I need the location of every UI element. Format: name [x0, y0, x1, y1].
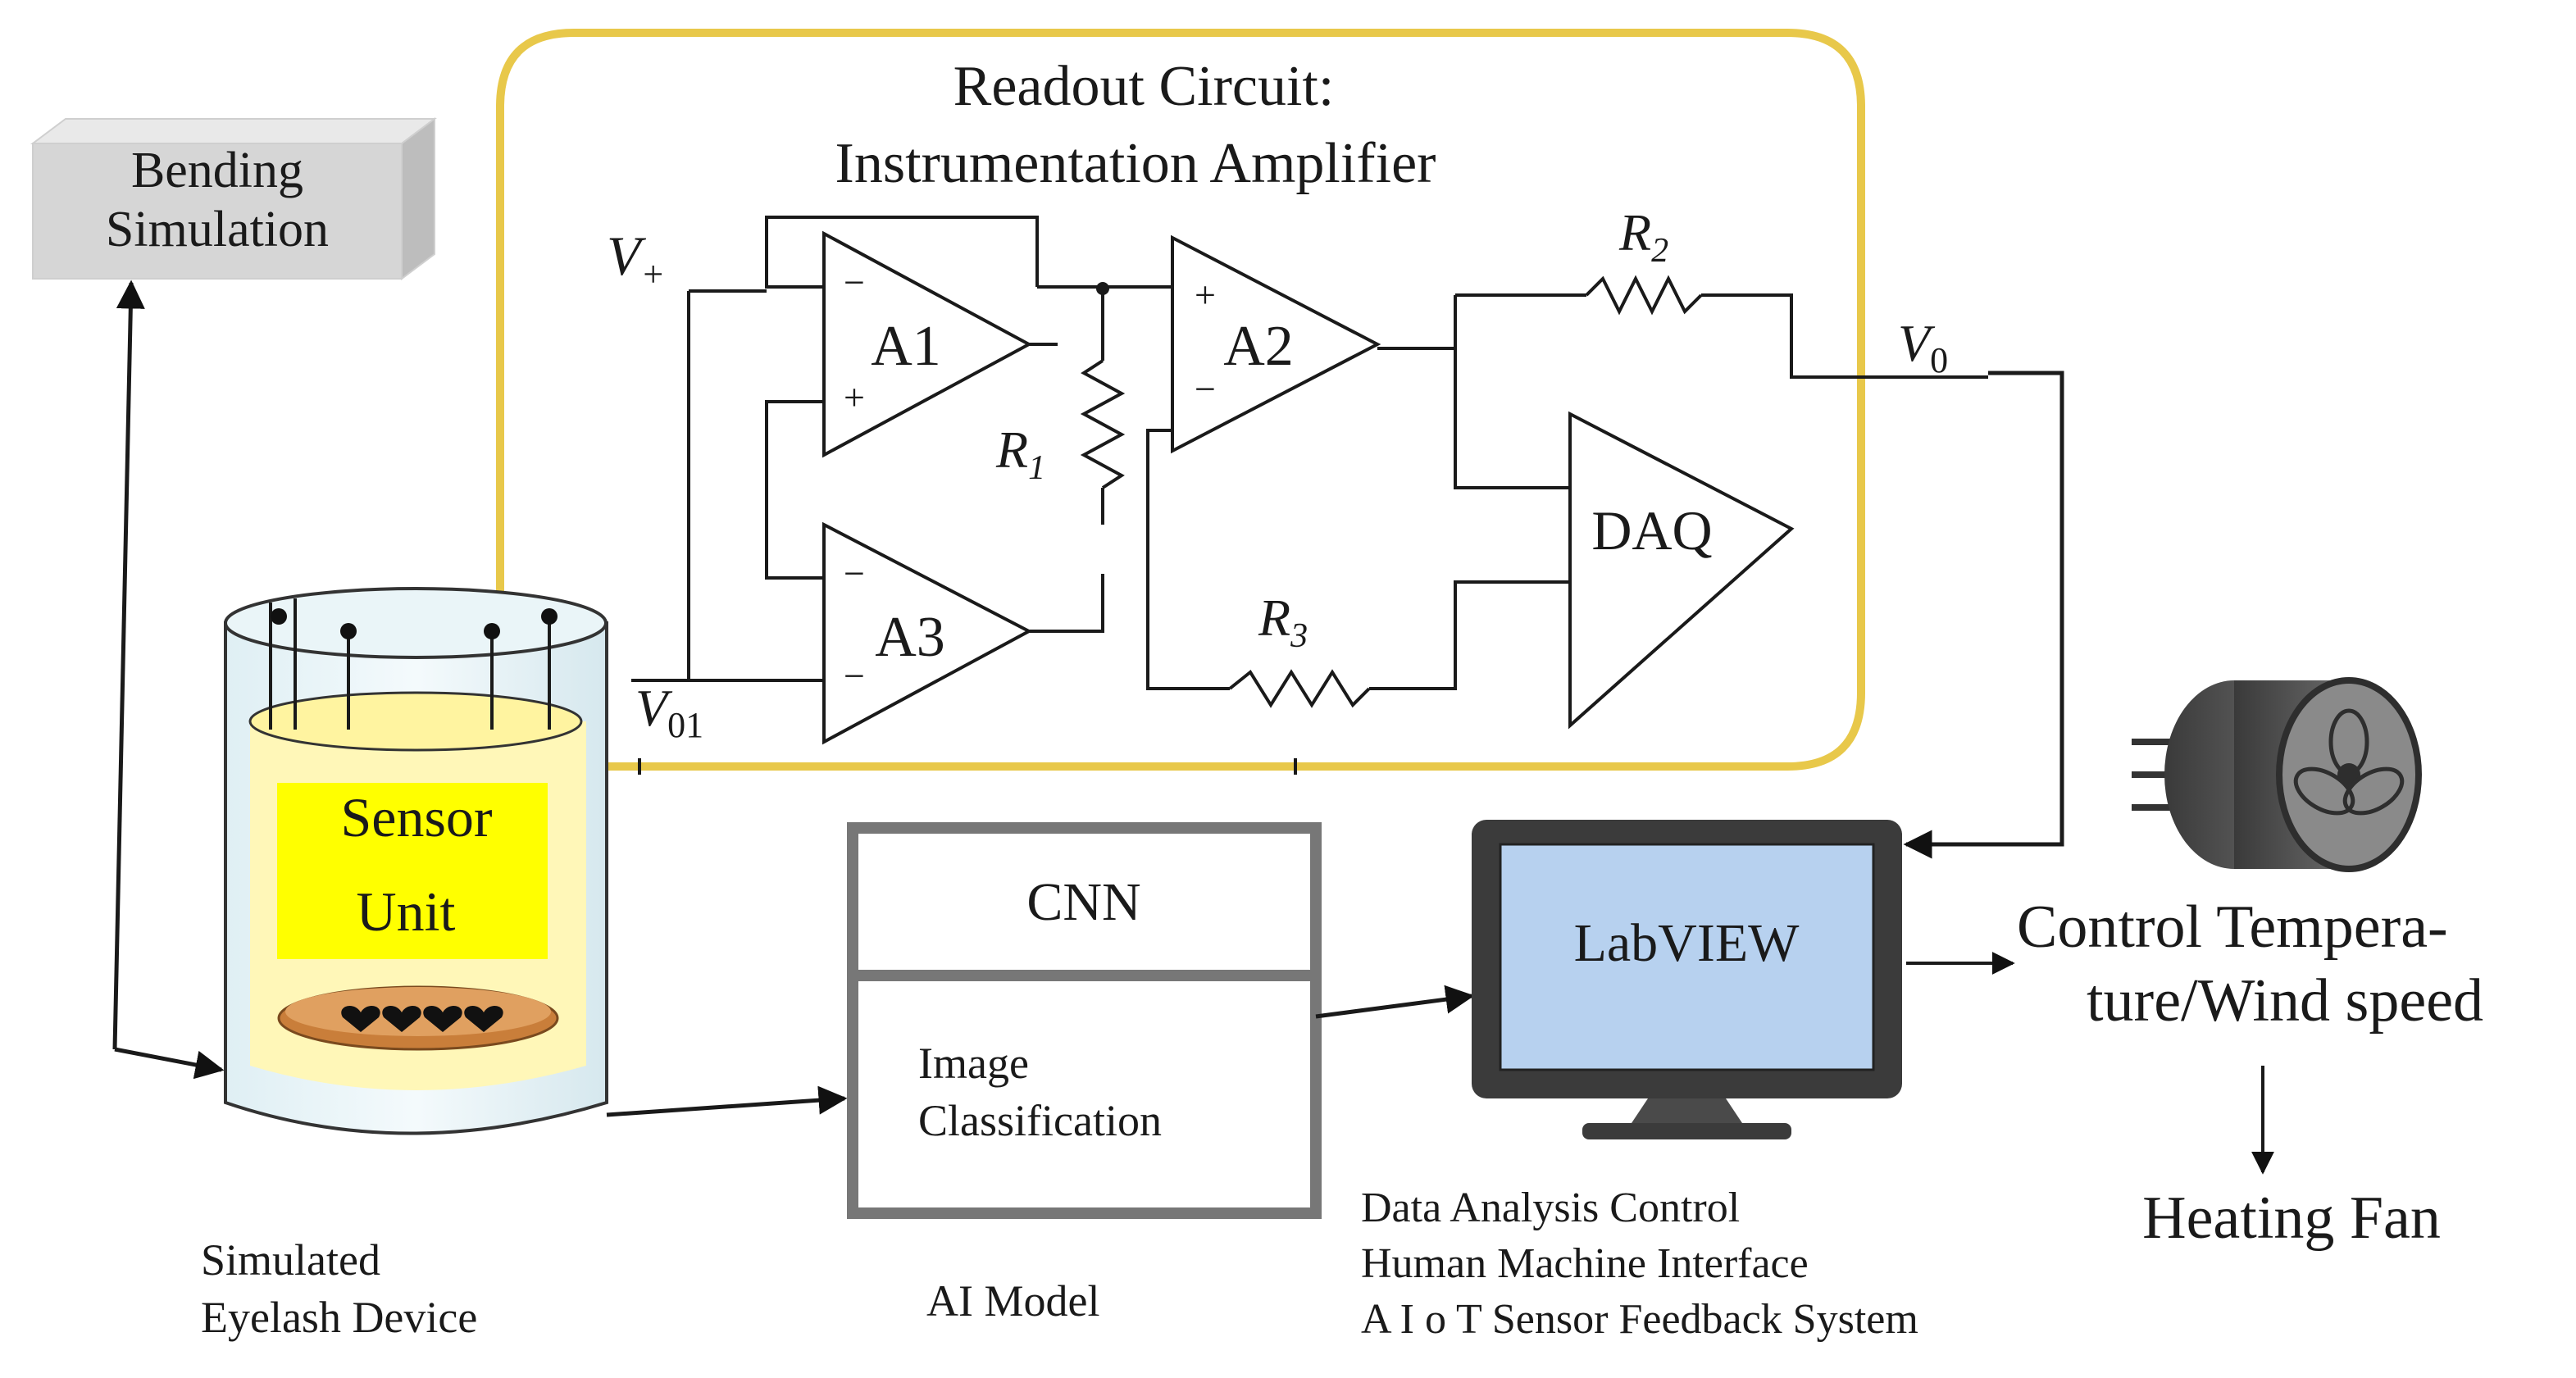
- svg-text:−: −: [844, 655, 865, 697]
- bending-feedback-arrows: [112, 280, 225, 1080]
- r3-label: R3: [1258, 589, 1308, 655]
- sensor-unit-line1: Sensor: [340, 786, 492, 848]
- svg-text:+: +: [1195, 274, 1216, 316]
- amplifier-a3: A3 − −: [822, 521, 1033, 745]
- monitor-icon: LabVIEW: [1472, 820, 1902, 1139]
- labview-caption-line2: Human Machine Interface: [1361, 1240, 1809, 1287]
- control-line1: Control Tempera-: [2017, 894, 2448, 961]
- daq-block: DAQ: [1568, 411, 1795, 730]
- svg-text:Bending: Bending: [131, 143, 303, 198]
- simulated-eyelash-device: Sensor Unit Simulated Eyelash Device: [201, 587, 608, 1342]
- sensor-to-ai-arrow: [606, 1085, 848, 1117]
- bending-simulation-box: Bending Simulation: [30, 117, 437, 280]
- svg-text:A3: A3: [875, 606, 945, 669]
- cnn-label: CNN: [1026, 872, 1140, 932]
- circuit-wires: [631, 216, 2064, 859]
- v0-label: V0: [1898, 314, 1948, 380]
- readout-title-line1: Readout Circuit:: [953, 55, 1335, 118]
- v01-label: V01: [635, 679, 703, 745]
- amplifier-a1: A1 − +: [822, 230, 1033, 458]
- electrode-wires: [269, 598, 558, 730]
- instrumentation-amplifier-circuit: V+ A1 − + A2 + − A3 − − DAQ: [607, 203, 2064, 859]
- sensor-unit-label-bg: [277, 783, 548, 959]
- control-line2: ture/Wind speed: [2087, 967, 2483, 1035]
- sensor-unit-line2: Unit: [357, 880, 456, 943]
- svg-text:−: −: [844, 553, 865, 594]
- heating-fan-label: Heating Fan: [2142, 1185, 2441, 1252]
- sensor-caption-line2: Eyelash Device: [201, 1293, 477, 1342]
- svg-text:−: −: [1195, 368, 1216, 410]
- v-plus-label: V+: [607, 225, 665, 294]
- svg-text:Simulation: Simulation: [106, 202, 329, 257]
- svg-text:A2: A2: [1223, 315, 1294, 378]
- r2-label: R2: [1618, 203, 1668, 270]
- labview-caption-line3: A I o T Sensor Feedback System: [1361, 1296, 1918, 1343]
- sensor-caption-line1: Simulated: [201, 1235, 380, 1285]
- ai-model-block: CNN Image Classification AI Model: [847, 822, 1322, 1326]
- image-classification-line1: Image: [918, 1039, 1029, 1088]
- svg-text:−: −: [844, 262, 865, 303]
- readout-title-line2: Instrumentation Amplifier: [835, 132, 1436, 195]
- readout-circuit-panel: Readout Circuit: Instrumentation Amplifi…: [496, 29, 1865, 771]
- readout-frame: [496, 29, 1865, 771]
- labview-caption-line1: Data Analysis Control: [1361, 1185, 1740, 1231]
- svg-text:DAQ: DAQ: [1591, 499, 1712, 562]
- r1-label: R1: [995, 421, 1045, 487]
- image-classification-line2: Classification: [918, 1096, 1162, 1145]
- fan-icon: [2132, 677, 2422, 872]
- labview-label: LabVIEW: [1574, 913, 1800, 973]
- svg-text:A1: A1: [871, 315, 941, 378]
- svg-text:+: +: [844, 376, 865, 418]
- amplifier-a2: A2 + −: [1171, 234, 1381, 454]
- ai-model-caption: AI Model: [926, 1276, 1099, 1326]
- heart-sensors: [341, 1006, 503, 1032]
- ai-to-labview-arrow: [1315, 985, 1475, 1019]
